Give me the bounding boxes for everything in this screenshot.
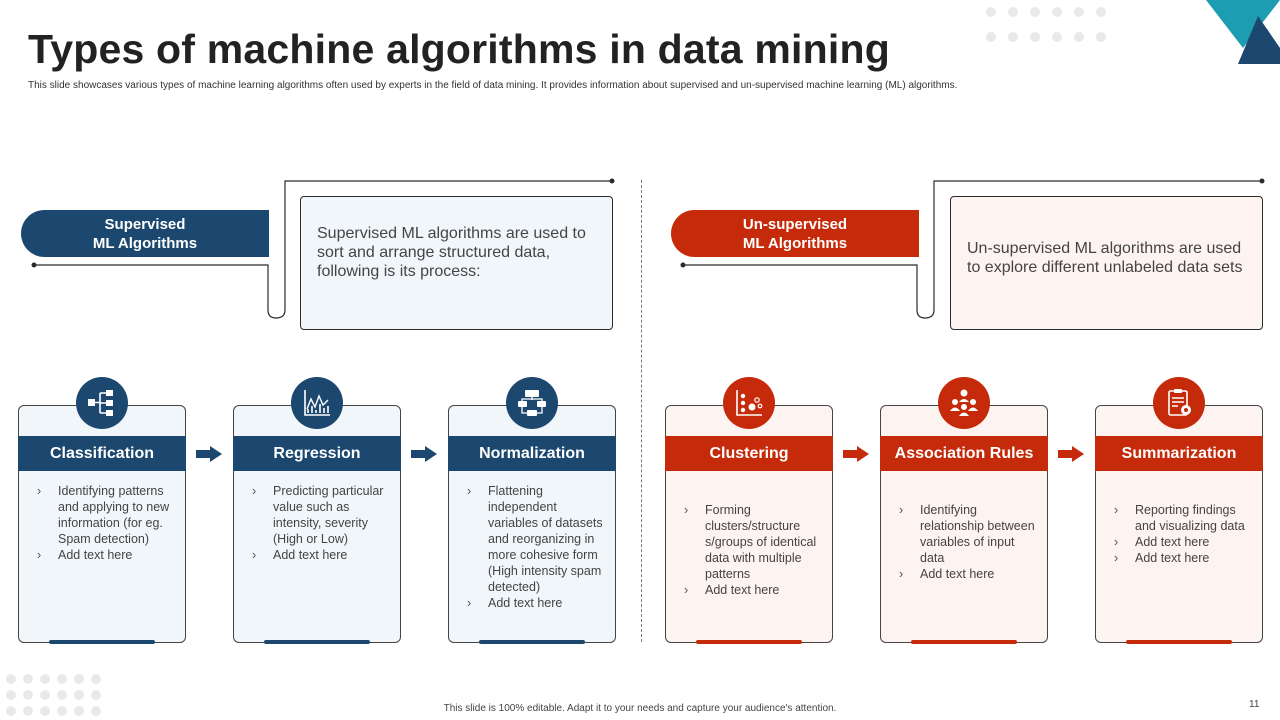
list-item: Add text here: [1114, 550, 1254, 566]
card-clustering: Clustering Forming clusters/structure s/…: [665, 377, 833, 644]
flowchart-icon: [506, 377, 558, 429]
card-title: Summarization: [1095, 436, 1263, 471]
page-title: Types of machine algorithms in data mini…: [28, 26, 890, 72]
card-classification: Classification Identifying patterns and …: [18, 377, 186, 644]
supervised-description: Supervised ML algorithms are used to sor…: [317, 224, 586, 280]
card-accent-bar: [264, 640, 370, 644]
card-list: Forming clusters/structure s/groups of i…: [684, 502, 824, 598]
card-list: Predicting particular value such as inte…: [252, 483, 392, 563]
arrow-right-icon: [843, 446, 869, 462]
list-item: Identifying patterns and applying to new…: [37, 483, 177, 547]
card-accent-bar: [1126, 640, 1232, 644]
card-title: Classification: [18, 436, 186, 471]
decorative-dots-top: [986, 7, 1106, 42]
card-accent-bar: [479, 640, 585, 644]
supervised-label-line2: ML Algorithms: [92, 234, 198, 252]
footer-note: This slide is 100% editable. Adapt it to…: [443, 703, 837, 714]
team-icon: [938, 377, 990, 429]
list-item: Add text here: [899, 566, 1039, 582]
page-subtitle: This slide showcases various types of ma…: [28, 80, 958, 91]
unsupervised-label: Un-supervised ML Algorithms: [671, 210, 919, 257]
card-title: Association Rules: [880, 436, 1048, 471]
supervised-label-line1: Supervised: [104, 215, 186, 233]
list-item: Flattening independent variables of data…: [467, 483, 607, 595]
card-title: Clustering: [665, 436, 833, 471]
card-list: Reporting findings and visualizing data …: [1114, 502, 1254, 566]
card-regression: Regression Predicting particular value s…: [233, 377, 401, 644]
card-title: Regression: [233, 436, 401, 471]
list-item: Add text here: [1114, 534, 1254, 550]
scatter-chart-icon: [723, 377, 775, 429]
card-accent-bar: [696, 640, 802, 644]
card-list: Identifying patterns and applying to new…: [37, 483, 177, 563]
list-item: Add text here: [37, 547, 177, 563]
card-accent-bar: [911, 640, 1017, 644]
page-number: 11: [1249, 699, 1260, 710]
card-accent-bar: [49, 640, 155, 644]
unsupervised-connector-lines: [680, 178, 1265, 319]
card-normalization: Normalization Flattening independent var…: [448, 377, 616, 644]
section-divider: [641, 180, 642, 642]
list-item: Forming clusters/structure s/groups of i…: [684, 502, 824, 582]
supervised-connector-lines: [31, 178, 615, 319]
list-item: Reporting findings and visualizing data: [1114, 502, 1254, 534]
arrow-right-icon: [196, 446, 222, 462]
corner-triangles-decoration: [1206, 0, 1280, 64]
card-association-rules: Association Rules Identifying relationsh…: [880, 377, 1048, 644]
supervised-label: Supervised ML Algorithms: [21, 210, 269, 257]
decorative-dots-bottom: [6, 674, 101, 716]
supervised-description-box: Supervised ML algorithms are used to sor…: [300, 196, 613, 330]
card-summarization: Summarization Reporting findings and vis…: [1095, 377, 1263, 644]
card-list: Flattening independent variables of data…: [467, 483, 607, 611]
report-gear-icon: [1153, 377, 1205, 429]
unsupervised-description: Un-supervised ML algorithms are used to …: [967, 240, 1243, 276]
unsupervised-description-box: Un-supervised ML algorithms are used to …: [950, 196, 1263, 330]
list-item: Identifying relationship between variabl…: [899, 502, 1039, 566]
list-item: Predicting particular value such as inte…: [252, 483, 392, 547]
list-item: Add text here: [252, 547, 392, 563]
list-item: Add text here: [467, 595, 607, 611]
card-list: Identifying relationship between variabl…: [899, 502, 1039, 582]
card-title: Normalization: [448, 436, 616, 471]
arrow-right-icon: [1058, 446, 1084, 462]
line-chart-icon: [291, 377, 343, 429]
unsupervised-label-line1: Un-supervised: [742, 215, 848, 233]
arrow-right-icon: [411, 446, 437, 462]
hierarchy-icon: [76, 377, 128, 429]
unsupervised-label-line2: ML Algorithms: [742, 234, 848, 252]
list-item: Add text here: [684, 582, 824, 598]
